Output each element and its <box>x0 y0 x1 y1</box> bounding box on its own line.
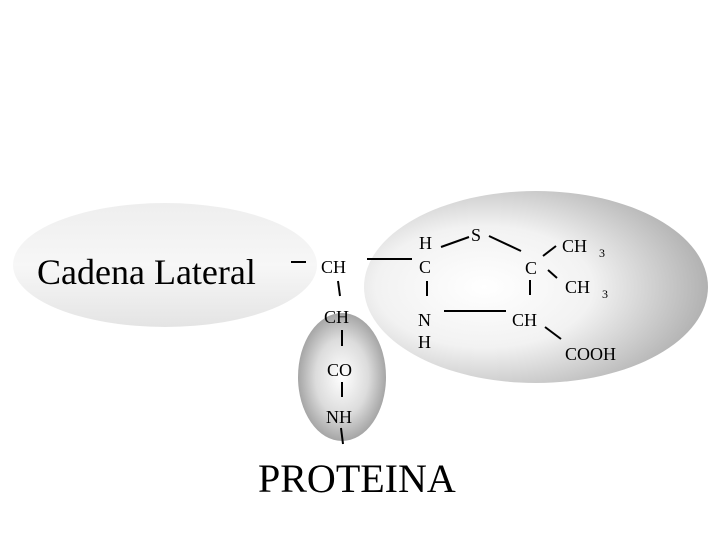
bond-ch-ch <box>337 280 341 297</box>
atom-ch3-b: CH <box>565 277 590 297</box>
atom-cooh: COOH <box>565 344 616 364</box>
atom-ch-ring: CH <box>512 310 537 330</box>
atom-ch3-a: CH <box>562 236 587 256</box>
atom-co: CO <box>327 360 352 380</box>
atom-c-ring: C <box>419 257 431 277</box>
atom-ch-top: CH <box>321 257 346 277</box>
side-chain-region <box>13 203 317 327</box>
atom-ch3-b-subscript: 3 <box>602 287 608 301</box>
bond-nh-protein <box>340 427 344 445</box>
bond-ch-cooh <box>544 326 562 340</box>
atom-n: N <box>418 310 431 330</box>
ring-region <box>364 191 708 383</box>
protein-link-region <box>298 313 386 441</box>
atom-nh: NH <box>326 407 352 427</box>
protein-label: PROTEINA <box>258 456 456 501</box>
atom-c-right: C <box>525 258 537 278</box>
atom-s: S <box>471 225 481 245</box>
side-chain-label: Cadena Lateral <box>37 252 256 292</box>
atom-ch-mid: CH <box>324 307 349 327</box>
bond-h-s <box>440 236 470 248</box>
atom-h-top: H <box>419 233 432 253</box>
atom-ch3-a-subscript: 3 <box>599 246 605 260</box>
bond-c-ch3b <box>547 269 558 279</box>
bond-s-c <box>488 235 522 252</box>
atom-h-bottom: H <box>418 332 431 352</box>
bond-c-ch3a <box>542 245 557 257</box>
